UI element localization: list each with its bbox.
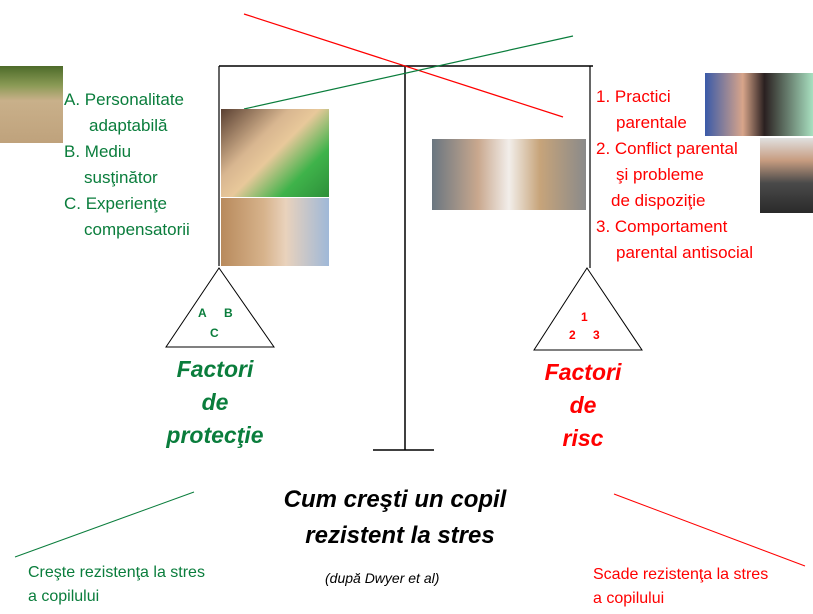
photo-child-doctor-teddy <box>221 198 329 266</box>
protective-item: C. Experienţe <box>64 194 167 213</box>
protective-factors-list: A. Personalitate adaptabilă B. Mediu sus… <box>64 87 190 243</box>
title-line: Factori <box>544 359 622 385</box>
right-pan-triangle <box>533 267 643 351</box>
triangle-letter-a: A <box>198 306 207 320</box>
title-line: rezistent la stres <box>305 522 495 549</box>
effect-line: a copilului <box>593 590 665 607</box>
risk-item: 3. Comportament <box>596 217 728 236</box>
protective-item: A. Personalitate <box>64 90 185 109</box>
protective-effect: Creşte rezistenţa la stres a copilului <box>28 561 205 609</box>
source-citation: (după Dwyer et al) <box>325 570 440 586</box>
photo-mother-scolding <box>705 73 813 136</box>
protective-title: Factori de protecţie <box>160 353 270 452</box>
risk-item: parental antisocial <box>616 243 754 262</box>
risk-item: 1. Practici <box>596 87 671 106</box>
triangle-letter-b: B <box>224 306 233 320</box>
protective-item: adaptabilă <box>89 116 168 135</box>
protective-item: compensatorii <box>84 220 190 239</box>
red-tilt-line <box>243 13 564 118</box>
left-pan-triangle <box>165 267 275 348</box>
title-line: protecţie <box>166 422 264 448</box>
title-line: Cum creşti un copil <box>283 486 507 513</box>
effect-line: a copilului <box>28 588 100 605</box>
main-title: Cum creşti un copil rezistent la stres <box>250 482 540 554</box>
title-line: Factori <box>176 356 254 382</box>
triangle-number-3: 3 <box>593 328 600 342</box>
triangle-number-2: 2 <box>569 328 576 342</box>
risk-effect: Scade rezistenţa la stres a copilului <box>593 563 768 611</box>
risk-item: şi probleme <box>616 165 704 184</box>
photo-children-on-path <box>0 66 63 143</box>
photo-mother-daughter <box>221 109 329 197</box>
title-line: de <box>201 389 229 415</box>
triangle-number-1: 1 <box>581 310 588 324</box>
title-line: de <box>569 392 597 418</box>
protective-item: susţinător <box>84 168 158 187</box>
effect-line: Scade rezistenţa la stres <box>593 566 769 583</box>
photo-parents-arguing <box>432 139 586 210</box>
protective-item: B. Mediu <box>64 142 132 161</box>
photo-depressed-man <box>760 138 813 213</box>
risk-item: parentale <box>616 113 687 132</box>
green-tilt-line <box>243 35 574 110</box>
red-arrow-line <box>613 493 806 567</box>
risk-title: Factori de risc <box>528 356 638 455</box>
risk-item: 2. Conflict parental <box>596 139 738 158</box>
triangle-letter-c: C <box>210 326 219 340</box>
risk-item: de dispoziţie <box>611 191 706 210</box>
title-line: risc <box>562 425 604 451</box>
green-arrow-line <box>14 491 195 558</box>
effect-line: Creşte rezistenţa la stres <box>28 564 205 581</box>
risk-factors-list: 1. Practici parentale 2. Conflict parent… <box>596 84 753 266</box>
